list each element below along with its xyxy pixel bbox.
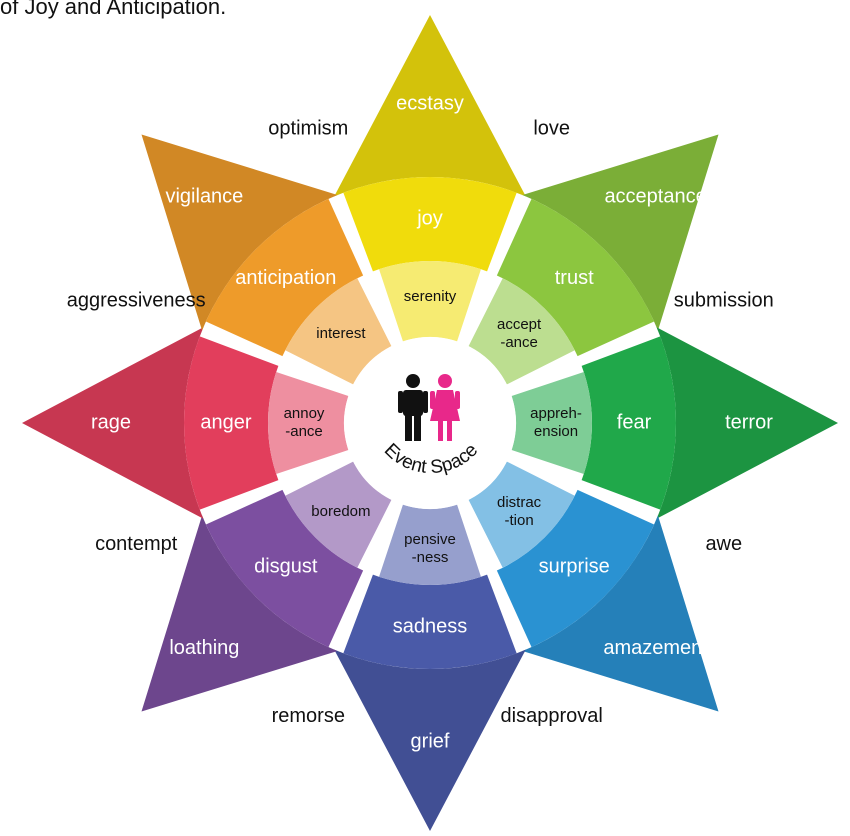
- dyad-label-awe: awe: [705, 533, 742, 555]
- petal-inner-trust: [468, 278, 575, 385]
- petal-inner-joy: [379, 261, 481, 342]
- petal-surprise: [468, 461, 719, 712]
- petal-outer-trust: [522, 134, 719, 331]
- petal-middle-trust: [496, 198, 655, 357]
- inner-label-sadness: pensive: [404, 531, 456, 548]
- petal-trust: [468, 134, 719, 385]
- petal-middle-disgust: [205, 489, 364, 648]
- inner-label-anticipation: interest: [316, 325, 366, 342]
- middle-label-disgust: disgust: [254, 555, 318, 577]
- inner-label-fear: appreh-: [530, 405, 582, 422]
- dyad-label-submission: submission: [674, 290, 774, 312]
- dyad-label-remorse: remorse: [272, 705, 345, 727]
- petal-disgust: [141, 461, 392, 712]
- dyad-label-love: love: [533, 117, 570, 139]
- outer-label-fear: terror: [725, 411, 773, 433]
- inner-label-disgust: boredom: [311, 503, 370, 520]
- petal-fear: [511, 327, 838, 519]
- outer-label-joy: ecstasy: [396, 92, 464, 114]
- petal-middle-sadness: [343, 574, 517, 669]
- petal-outer-fear: [656, 327, 838, 519]
- outer-label-surprise: amazement: [603, 637, 708, 659]
- dyad-label-aggressiveness: aggressiveness: [67, 290, 206, 312]
- inner-label-trust: accept: [497, 316, 542, 333]
- middle-label-anticipation: anticipation: [235, 267, 336, 289]
- inner-label-fear: ension: [534, 423, 578, 440]
- event-space-circle: [344, 337, 516, 509]
- petal-outer-anticipation: [141, 134, 338, 331]
- petal-middle-anger: [184, 336, 279, 510]
- middle-label-joy: joy: [416, 207, 443, 229]
- petal-outer-anger: [22, 327, 204, 519]
- middle-label-sadness: sadness: [393, 615, 468, 637]
- inner-label-joy: serenity: [404, 288, 457, 305]
- middle-label-anger: anger: [200, 411, 251, 433]
- caption-text: of Joy and Anticipation.: [0, 0, 227, 19]
- petal-middle-surprise: [496, 489, 655, 648]
- petal-inner-sadness: [379, 504, 481, 585]
- petal-inner-surprise: [468, 461, 575, 568]
- petal-sadness: [334, 504, 526, 831]
- inner-label-trust: -ance: [500, 334, 538, 351]
- middle-label-fear: fear: [617, 411, 652, 433]
- inner-label-surprise: distrac: [497, 494, 542, 511]
- petal-joy: [334, 15, 526, 342]
- outer-label-anger: rage: [91, 411, 131, 433]
- inner-label-anger: annoy: [284, 405, 325, 422]
- petal-middle-joy: [343, 177, 517, 272]
- dyad-label-contempt: contempt: [95, 533, 178, 555]
- couple-figures-icon: [398, 374, 460, 441]
- petal-outer-surprise: [522, 515, 719, 712]
- outer-label-sadness: grief: [411, 730, 450, 752]
- petal-middle-fear: [581, 336, 676, 510]
- petal-outer-disgust: [141, 515, 338, 712]
- inner-label-anger: -ance: [285, 423, 323, 440]
- petal-outer-joy: [334, 15, 526, 197]
- inner-label-surprise: -tion: [505, 512, 534, 529]
- middle-label-surprise: surprise: [539, 555, 610, 577]
- dyad-label-optimism: optimism: [268, 117, 348, 139]
- petal-anticipation: [141, 134, 392, 385]
- outer-label-disgust: loathing: [169, 637, 239, 659]
- petal-inner-anticipation: [285, 278, 392, 385]
- inner-label-sadness: -ness: [412, 549, 449, 566]
- petal-outer-sadness: [334, 649, 526, 831]
- middle-label-trust: trust: [555, 267, 594, 289]
- petal-inner-fear: [511, 372, 592, 474]
- petal-middle-anticipation: [205, 198, 364, 357]
- dyad-label-disapproval: disapproval: [501, 705, 603, 727]
- petal-inner-disgust: [285, 461, 392, 568]
- outer-label-trust: acceptance: [604, 186, 706, 208]
- petal-anger: [22, 327, 349, 519]
- outer-label-anticipation: vigilance: [165, 186, 243, 208]
- petal-inner-anger: [268, 372, 349, 474]
